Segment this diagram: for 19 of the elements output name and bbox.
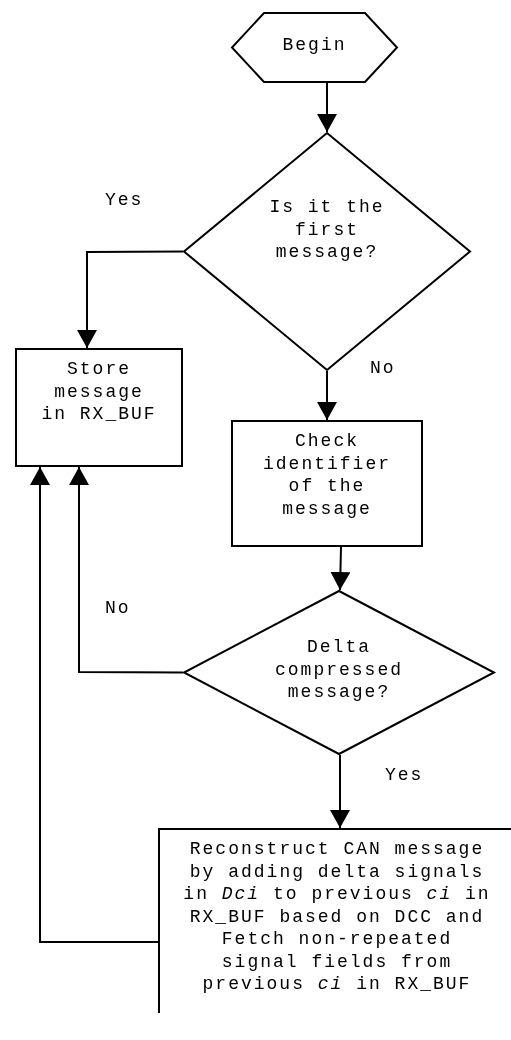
- process-box: [158, 828, 511, 1013]
- node-text: Check identifier of the message: [262, 430, 392, 520]
- node-text: Reconstruct CAN message by adding delta signals in Dci to previous ci in RX_BUF based on DCC and Fetch non-repeated signal fields from previous ci in RX_BUF: [182, 838, 492, 996]
- node-text: Delta compressed message?: [274, 636, 404, 704]
- process-box: [231, 420, 423, 547]
- decision-diamond: [183, 132, 471, 371]
- process-box: [15, 348, 183, 467]
- node-text: Is it the first message?: [268, 196, 386, 264]
- decision-diamond: [183, 590, 495, 755]
- arrow: [330, 754, 350, 829]
- arrow: [330, 546, 351, 591]
- arrow: [30, 466, 159, 943]
- arrow: [69, 466, 184, 674]
- arrow: [317, 82, 337, 133]
- node-text: Store message in RX_BUF: [40, 358, 158, 426]
- arrow: [77, 250, 184, 349]
- arrow: [317, 370, 337, 421]
- start-hexagon: [231, 12, 398, 83]
- node-text: Begin: [281, 34, 348, 57]
